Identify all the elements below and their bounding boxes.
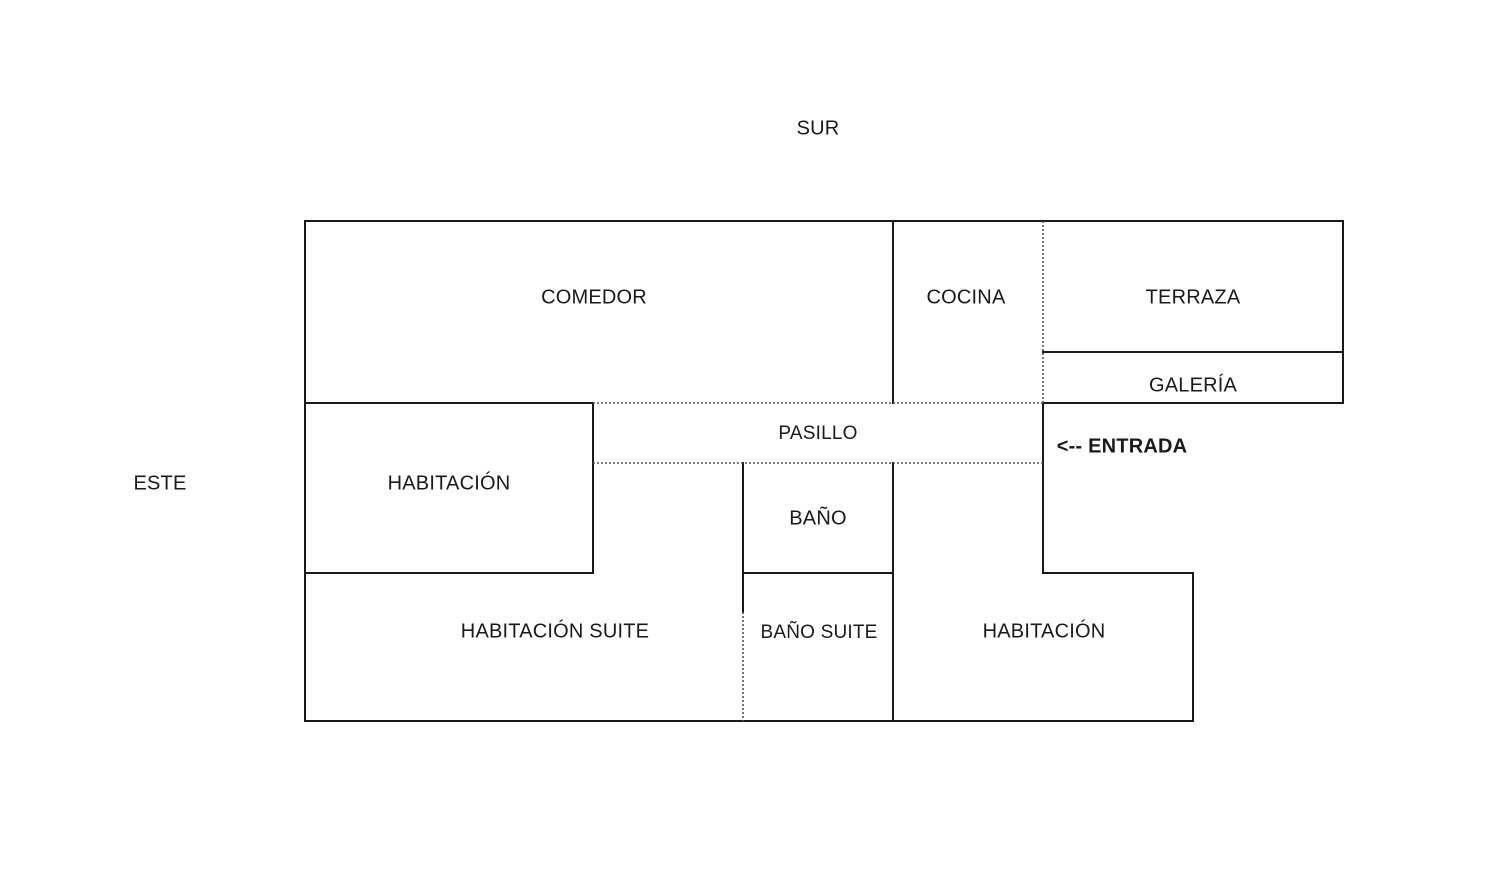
room-galeria: GALERÍA — [1148, 374, 1238, 397]
room-habitacion-oeste: HABITACIÓN — [982, 620, 1106, 643]
orientation-south-label: SUR — [796, 117, 840, 140]
orientation-east-label: ESTE — [133, 472, 187, 495]
entrance-label: <-- ENTRADA — [1056, 435, 1188, 458]
room-bano: BAÑO — [789, 507, 847, 530]
room-habitacion-este: HABITACIÓN — [387, 472, 511, 495]
room-bano-suite: BAÑO SUITE — [760, 622, 878, 643]
room-terraza: TERRAZA — [1145, 286, 1241, 309]
room-cocina: COCINA — [926, 286, 1006, 309]
room-habitacion-suite: HABITACIÓN SUITE — [460, 620, 650, 643]
room-comedor: COMEDOR — [541, 286, 647, 309]
room-pasillo: PASILLO — [778, 423, 858, 444]
